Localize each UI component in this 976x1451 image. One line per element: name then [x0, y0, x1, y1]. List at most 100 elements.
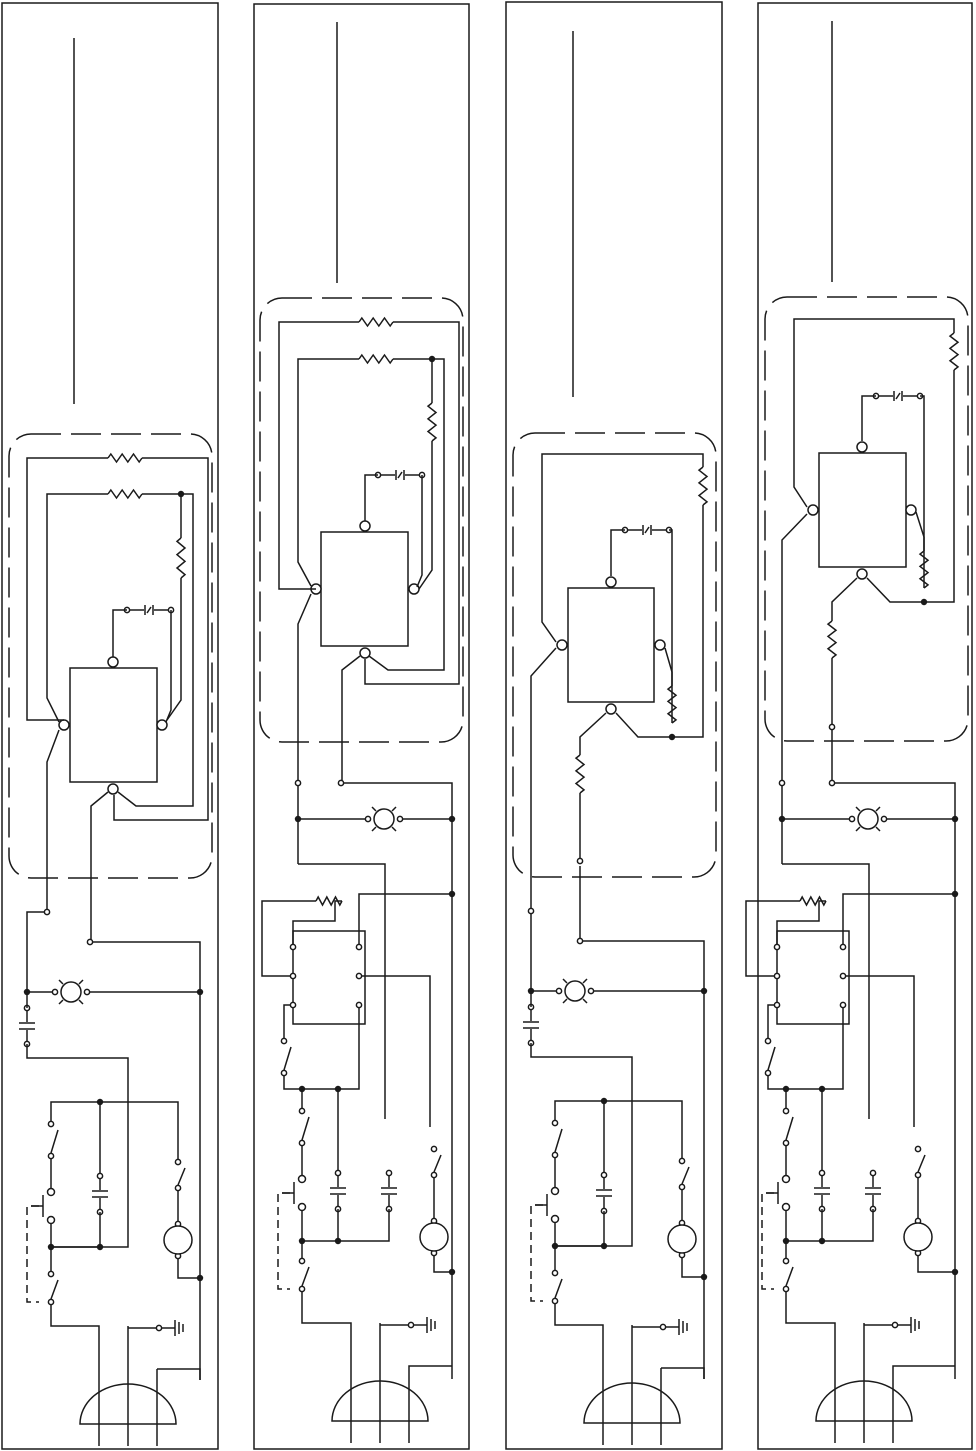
- feedback-resistor: [699, 467, 707, 505]
- ic-pin-bottom: [606, 704, 616, 714]
- indicator-lamp: [849, 807, 886, 831]
- wire: [555, 1101, 682, 1161]
- bypass-capacitor: [814, 1170, 830, 1211]
- ic-pin-bottom: [108, 784, 118, 794]
- wire: [768, 1005, 774, 1038]
- motor-switch: [679, 1158, 689, 1189]
- wire: [661, 1368, 704, 1379]
- wire: [284, 1005, 290, 1038]
- coupling-capacitor: [865, 1170, 881, 1211]
- relay-pin-right: [356, 973, 361, 978]
- relay-pin-left: [290, 973, 295, 978]
- button-contact: [552, 1188, 559, 1195]
- button-actuator: [27, 1206, 39, 1302]
- switch-blade: [786, 1267, 793, 1286]
- switch-blade: [555, 1129, 562, 1152]
- test-point: [87, 939, 92, 944]
- series-resistor: [576, 755, 584, 793]
- switch-blade: [302, 1117, 309, 1140]
- filter-capacitor: [19, 1005, 35, 1046]
- lamp-ray: [392, 807, 396, 811]
- switch-blade: [302, 1267, 309, 1286]
- relay-pin-left: [774, 944, 779, 949]
- switch-contact: [679, 1184, 684, 1189]
- wire: [862, 396, 876, 441]
- motor-body: [668, 1225, 696, 1253]
- switch-contact: [281, 1070, 286, 1075]
- switch-contact: [783, 1258, 788, 1263]
- filter-capacitor: [523, 1004, 539, 1045]
- timing-crystal: [873, 391, 922, 401]
- lamp-ray: [59, 980, 63, 984]
- ic-pin-top: [360, 521, 370, 531]
- ic-package: [819, 453, 906, 567]
- switch-contact: [783, 1108, 788, 1113]
- test-point: [779, 780, 784, 785]
- ic-pin-top: [857, 442, 867, 452]
- bias-resistor: [428, 403, 436, 441]
- switch-contact: [48, 1153, 53, 1158]
- wire: [362, 976, 430, 1127]
- indicator-lamp: [52, 980, 89, 1004]
- panel-frame: [758, 3, 972, 1449]
- button-contact: [48, 1189, 55, 1196]
- timing-crystal: [375, 470, 424, 480]
- chassis-ground: [408, 1317, 435, 1333]
- ic-pin-bottom: [360, 648, 370, 658]
- lamp-ray: [876, 807, 880, 811]
- wire: [365, 475, 378, 521]
- lamp-bulb: [565, 981, 585, 1001]
- wire: [893, 1366, 955, 1443]
- panel-3: [506, 2, 722, 1449]
- cap-pin: [335, 1170, 340, 1175]
- wire: [434, 1256, 452, 1272]
- lamp-ray: [563, 979, 567, 983]
- power-switch: [783, 1258, 793, 1291]
- coupling-capacitor: [381, 1170, 397, 1211]
- relay-pin-right: [356, 1002, 361, 1007]
- wire: [409, 1366, 452, 1443]
- crystal-mark: [147, 607, 151, 613]
- switch-contact: [299, 1258, 304, 1263]
- wire: [580, 713, 606, 755]
- switch-contact: [915, 1172, 920, 1177]
- ic-pin-bottom: [857, 569, 867, 579]
- selector-switch: [783, 1108, 793, 1145]
- switch-contact: [299, 1140, 304, 1145]
- lamp-bulb: [858, 809, 878, 829]
- button-contact: [783, 1176, 790, 1183]
- test-point: [577, 858, 582, 863]
- cap-pin: [870, 1170, 875, 1175]
- button-actuator: [531, 1205, 543, 1301]
- cap-pin: [819, 1170, 824, 1175]
- crystal-mark: [645, 527, 649, 533]
- indicator-lamp: [556, 979, 593, 1003]
- switch-contact: [552, 1152, 557, 1157]
- lamp-pin: [397, 816, 402, 821]
- bypass-capacitor: [596, 1172, 612, 1213]
- lamp-ray: [79, 1000, 83, 1004]
- wire: [782, 514, 807, 819]
- switch-blade: [918, 1155, 925, 1172]
- relay-pin-left: [774, 1002, 779, 1007]
- button-contact: [299, 1204, 306, 1211]
- switch-contact: [48, 1299, 53, 1304]
- wire: [832, 730, 955, 819]
- ic-pin-top: [108, 657, 118, 667]
- series-resistor: [828, 621, 836, 658]
- switch-contact: [915, 1146, 920, 1151]
- lamp-ray: [372, 827, 376, 831]
- ic-pin-right: [655, 640, 665, 650]
- lamp-ray: [372, 807, 376, 811]
- wire: [302, 1209, 389, 1241]
- cap-pin: [386, 1170, 391, 1175]
- switch-blade: [682, 1167, 689, 1184]
- switch-contact: [175, 1159, 180, 1164]
- wire: [531, 648, 556, 991]
- feedback-resistor: [359, 355, 393, 363]
- switch-contact: [552, 1120, 557, 1125]
- ic-package: [70, 668, 157, 782]
- indicator-lamp: [365, 807, 402, 831]
- bypass-capacitor: [330, 1170, 346, 1211]
